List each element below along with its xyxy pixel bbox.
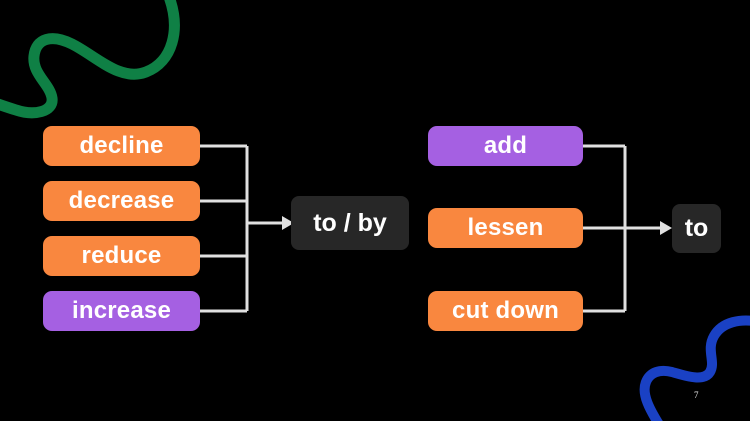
verb-chip-label: lessen bbox=[467, 214, 544, 241]
preposition-box-to[interactable]: to bbox=[672, 204, 721, 253]
verb-chip-reduce[interactable]: reduce bbox=[43, 236, 200, 276]
verb-chip-label: decrease bbox=[68, 187, 175, 214]
verb-chip-decrease[interactable]: decrease bbox=[43, 181, 200, 221]
verb-chip-label: increase bbox=[71, 297, 171, 324]
page-number: 7 bbox=[694, 390, 699, 400]
verb-chip-decline[interactable]: decline bbox=[43, 126, 200, 166]
verb-chip-cut-down[interactable]: cut down bbox=[428, 291, 583, 331]
verb-chip-label: cut down bbox=[452, 297, 559, 324]
connector-right-arrowhead bbox=[660, 221, 672, 235]
green-squiggle-icon bbox=[0, 0, 180, 119]
preposition-box-to-by[interactable]: to / by bbox=[291, 196, 409, 250]
verb-chip-label: reduce bbox=[81, 242, 162, 269]
verb-chip-label: add bbox=[483, 132, 528, 159]
verb-chip-add[interactable]: add bbox=[428, 126, 583, 166]
verb-chip-lessen[interactable]: lessen bbox=[428, 208, 583, 248]
blue-squiggle-icon bbox=[639, 315, 750, 421]
preposition-box-label: to bbox=[684, 214, 709, 242]
verb-chip-label: decline bbox=[79, 132, 164, 159]
preposition-box-label: to / by bbox=[313, 208, 387, 237]
verb-chip-increase[interactable]: increase bbox=[43, 291, 200, 331]
